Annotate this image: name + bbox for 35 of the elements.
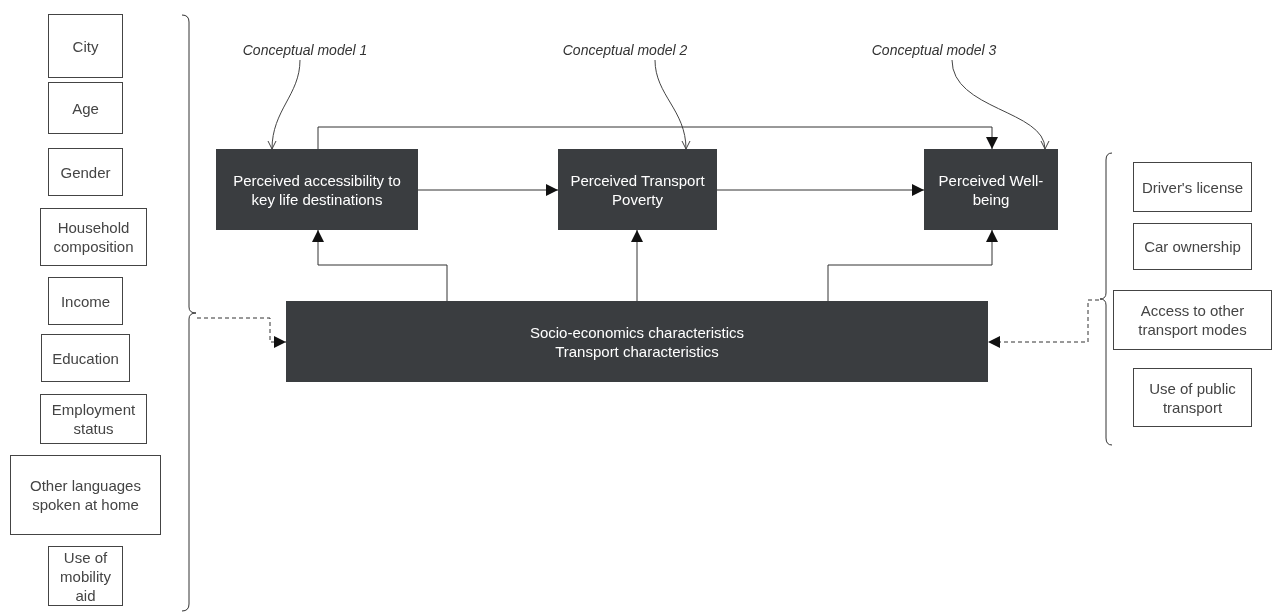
- variable-box: Gender: [48, 148, 123, 196]
- variable-box: Use of public transport: [1133, 368, 1252, 427]
- box-label: Socio-economics characteristics: [529, 322, 745, 342]
- leader-arrow: [654, 59, 690, 150]
- variable-box: Income: [48, 277, 123, 325]
- arrow: [827, 229, 998, 302]
- dashed-arrow: [196, 317, 287, 348]
- model-label: Conceptual model 3: [854, 40, 1014, 60]
- variable-box: Access to other transport modes: [1113, 290, 1272, 350]
- model-label: Conceptual model 1: [226, 40, 384, 60]
- arrow: [312, 229, 448, 302]
- variable-box: Car ownership: [1133, 223, 1252, 270]
- leader-arrow: [951, 59, 1048, 150]
- variable-box: City: [48, 14, 123, 78]
- arrow: [716, 184, 925, 196]
- box-label: Transport characteristics: [555, 341, 719, 361]
- dashed-arrow: [987, 299, 1100, 348]
- variable-box: Other languages spoken at home: [10, 455, 161, 535]
- model-label: Conceptual model 2: [540, 40, 710, 60]
- process-box: Perceived Transport Poverty: [558, 149, 717, 230]
- curly-brace: [181, 14, 197, 612]
- process-box: [286, 301, 988, 382]
- process-box: Perceived accessibility to key life destinations: [216, 149, 418, 230]
- variable-box: Age: [48, 82, 123, 134]
- variable-box: Employment status: [40, 394, 147, 444]
- arrow: [317, 126, 998, 150]
- variable-box: Household composition: [40, 208, 147, 266]
- arrow: [417, 184, 559, 196]
- variable-box: Education: [41, 334, 130, 382]
- process-box: Perceived Well-being: [924, 149, 1058, 230]
- curly-brace: [1099, 152, 1113, 446]
- leader-arrow: [268, 59, 301, 150]
- arrow: [631, 229, 643, 302]
- variable-box: Driver's license: [1133, 162, 1252, 212]
- variable-box: Use of mobility aid: [48, 546, 123, 606]
